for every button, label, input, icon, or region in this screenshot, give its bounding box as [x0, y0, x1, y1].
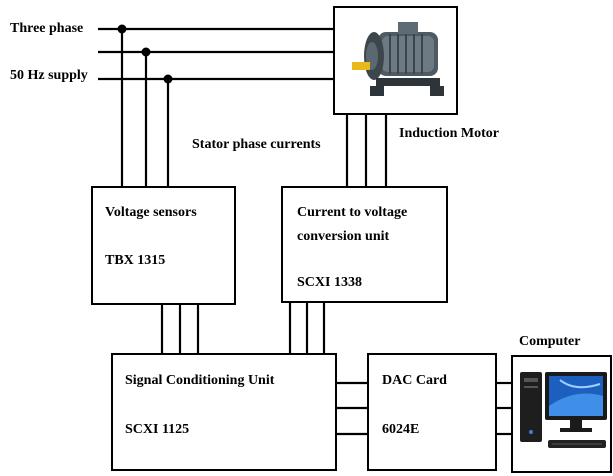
dac-model: 6024E	[382, 422, 419, 437]
stator-currents-label: Stator phase currents	[192, 137, 321, 152]
voltage-sensors-box	[91, 186, 236, 305]
dac-card-box	[367, 353, 497, 471]
voltage-sensors-model: TBX 1315	[105, 253, 165, 268]
junction-dot-1	[117, 24, 127, 34]
computer-label: Computer	[519, 334, 580, 349]
supply-wires	[98, 24, 334, 187]
junction-dot-2	[141, 47, 151, 57]
stator-current-wires	[345, 114, 388, 186]
supply-label-line1: Three phase	[10, 21, 83, 36]
signal-unit-title: Signal Conditioning Unit	[125, 373, 275, 388]
current-unit-title-line1: Current to voltage	[297, 205, 407, 220]
desktop-computer-icon	[520, 372, 607, 448]
signal-to-dac-wires	[336, 381, 368, 436]
dac-title: DAC Card	[382, 373, 447, 388]
voltage-sensors-title: Voltage sensors	[105, 205, 197, 220]
motor-label: Induction Motor	[399, 126, 499, 141]
junction-dot-3	[163, 74, 173, 84]
current-unit-box	[281, 186, 448, 303]
dac-to-computer-wires	[496, 381, 512, 436]
current-unit-model: SCXI 1338	[297, 275, 362, 290]
sensor-output-wires	[160, 302, 326, 354]
signal-unit-model: SCXI 1125	[125, 422, 189, 437]
signal-conditioning-box	[111, 353, 337, 471]
current-unit-title-line2: conversion unit	[297, 229, 390, 244]
supply-label-line2: 50 Hz supply	[10, 68, 88, 83]
induction-motor-icon	[352, 22, 444, 96]
